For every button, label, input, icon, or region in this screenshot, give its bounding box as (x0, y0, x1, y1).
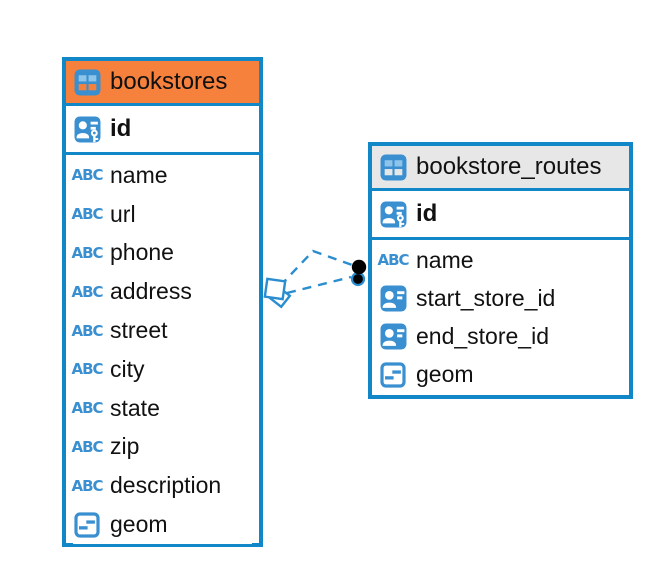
pk-column-label: id (110, 115, 132, 142)
text-column-icon: ABC (377, 251, 409, 270)
column-label: name (416, 246, 474, 273)
column-row-pk[interactable]: id (372, 191, 629, 240)
column-row[interactable]: geom (73, 505, 252, 544)
column-row[interactable]: ABC street (71, 311, 252, 350)
relationship-dot-marker-back[interactable] (350, 271, 366, 287)
fk-column-icon (379, 323, 407, 350)
column-label: city (110, 355, 145, 382)
table-icon (73, 69, 101, 96)
relationship-square-marker-front[interactable] (263, 277, 287, 301)
pk-column-label: id (416, 200, 438, 227)
pk-column-icon (73, 116, 101, 143)
table-icon (379, 154, 407, 181)
text-column-icon: ABC (71, 243, 103, 262)
entity-bookstores[interactable]: bookstores id ABC name ABC url (62, 57, 263, 547)
column-row[interactable]: start_store_id (379, 279, 622, 318)
text-column-icon: ABC (71, 360, 103, 379)
entity-bookstore-routes-header[interactable]: bookstore_routes (372, 146, 629, 191)
column-label: geom (416, 361, 474, 388)
text-column-icon: ABC (71, 476, 103, 495)
relationship-line-upper[interactable] (279, 249, 356, 287)
column-label: description (110, 472, 222, 499)
column-label: url (110, 200, 136, 227)
column-row[interactable]: ABC address (71, 272, 252, 312)
column-list: ABC name ABC url ABC phone ABC address A… (66, 155, 259, 544)
column-row[interactable]: ABC description (71, 466, 252, 506)
geometry-column-icon (73, 511, 101, 538)
entity-bookstores-header[interactable]: bookstores (66, 61, 259, 106)
entity-bookstore-routes[interactable]: bookstore_routes id ABC name (368, 142, 633, 399)
column-label: phone (110, 239, 174, 266)
column-label: start_store_id (416, 284, 556, 311)
entity-title: bookstore_routes (416, 153, 602, 180)
column-label: street (110, 317, 168, 344)
relationship-dot-marker-front[interactable] (351, 259, 367, 275)
column-list: ABC name start_store_id (372, 240, 629, 394)
text-column-icon: ABC (71, 437, 103, 456)
text-column-icon: ABC (71, 166, 103, 185)
column-row[interactable]: ABC url (71, 194, 252, 234)
column-row[interactable]: ABC name (377, 241, 622, 280)
pk-column-icon (379, 201, 407, 228)
column-row[interactable]: geom (379, 355, 622, 394)
relationship-square-marker-back[interactable] (268, 285, 292, 309)
column-row[interactable]: end_store_id (379, 317, 622, 356)
fk-column-icon (379, 285, 407, 312)
column-label: end_store_id (416, 322, 549, 349)
column-label: name (110, 161, 168, 188)
column-label: zip (110, 433, 140, 460)
relationship-line-lower[interactable] (286, 275, 352, 295)
column-row[interactable]: ABC state (71, 388, 252, 428)
text-column-icon: ABC (71, 399, 103, 418)
geometry-column-icon (379, 361, 407, 388)
column-label: address (110, 278, 192, 305)
text-column-icon: ABC (71, 282, 103, 301)
column-row-pk[interactable]: id (66, 106, 259, 155)
text-column-icon: ABC (71, 205, 103, 224)
column-row[interactable]: ABC name (71, 156, 252, 195)
column-row[interactable]: ABC zip (71, 427, 252, 467)
text-column-icon: ABC (71, 321, 103, 340)
column-row[interactable]: ABC phone (71, 233, 252, 273)
column-row[interactable]: ABC city (71, 349, 252, 389)
column-label: state (110, 394, 160, 421)
column-label: geom (110, 511, 168, 538)
entity-title: bookstores (110, 68, 228, 95)
